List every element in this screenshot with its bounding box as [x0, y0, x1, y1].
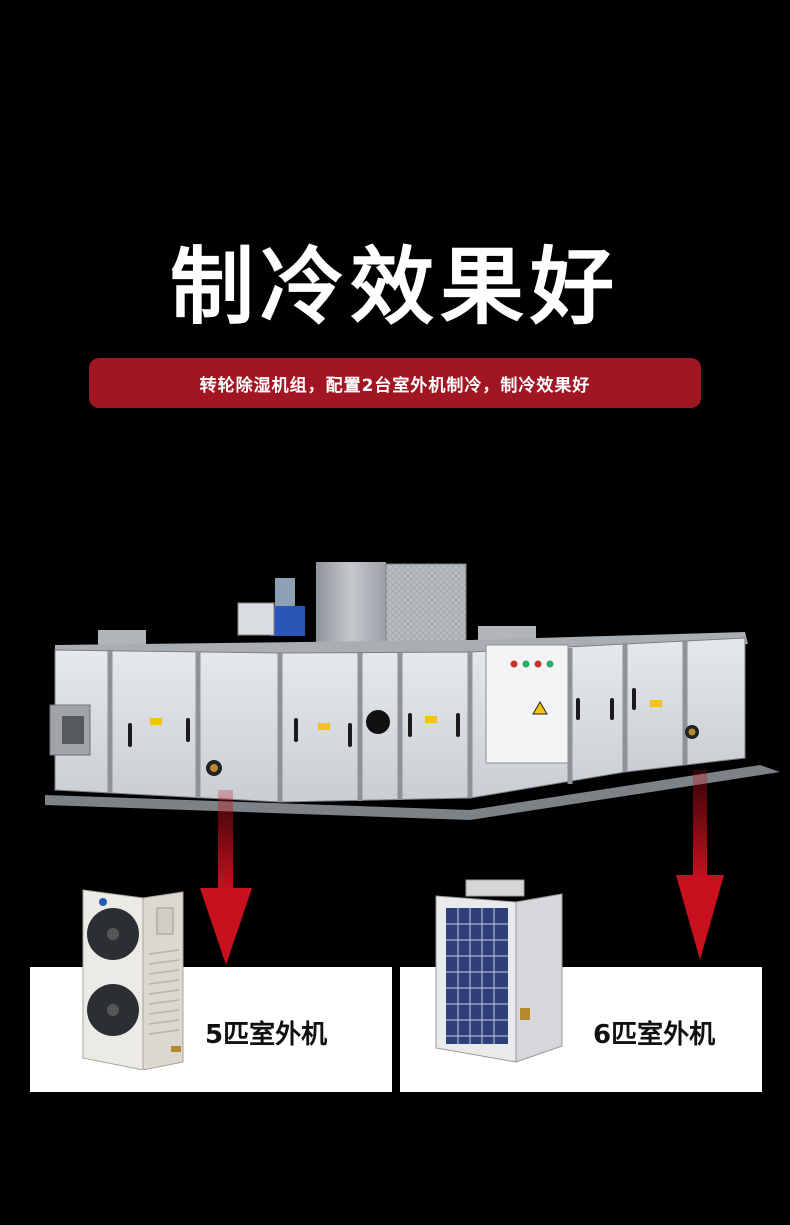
rotary-dehumidifier-unit-image [45, 562, 780, 820]
arrow-down-left-icon [200, 790, 252, 965]
arrow-down-right-icon [676, 770, 724, 960]
outdoor-unit-5hp-image [82, 889, 184, 1070]
outdoor-unit-6hp-image [435, 879, 563, 1063]
subtitle-banner: 转轮除湿机组，配置2台室外机制冷，制冷效果好 [89, 358, 701, 408]
outdoor-unit-label: 6匹室外机 [593, 1020, 716, 1050]
subtitle-text: 转轮除湿机组，配置2台室外机制冷，制冷效果好 [199, 375, 591, 396]
outdoor-unit-label: 5匹室外机 [205, 1020, 328, 1050]
page-title: 制冷效果好 [169, 238, 620, 336]
